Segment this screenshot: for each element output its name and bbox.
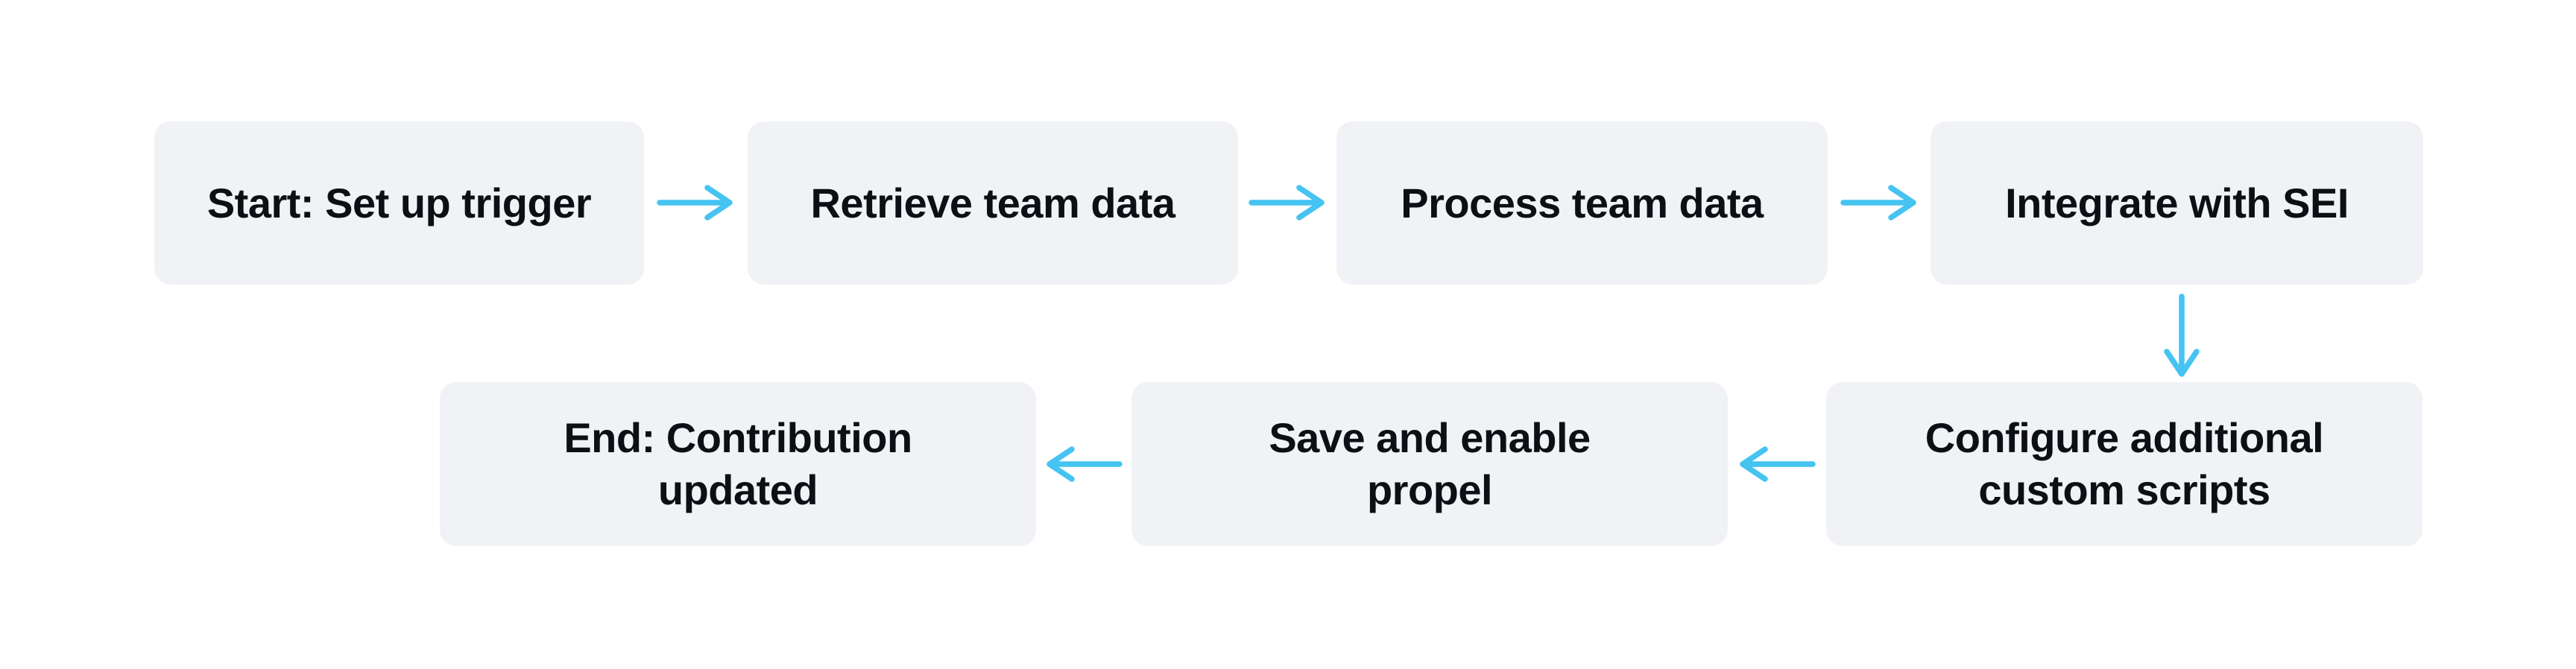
- flow-node-start-label: Start: Set up trigger: [206, 179, 592, 226]
- flow-node-start: Start: Set up trigger: [154, 121, 644, 285]
- flow-node-end-label: End: Contribution updated: [564, 414, 912, 513]
- flow-node-retrieve-team-data: Retrieve team data: [748, 121, 1238, 285]
- flow-node-save-enable-propel: Save and enable propel: [1131, 382, 1728, 546]
- arrow-down-integrate-to-configure-icon: [2164, 294, 2200, 377]
- flow-node-end: End: Contribution updated: [440, 382, 1036, 546]
- flow-node-integrate-sei: Integrate with SEI: [1931, 121, 2423, 285]
- flow-node-save-label: Save and enable propel: [1269, 414, 1591, 513]
- flow-node-process-label: Process team data: [1401, 179, 1764, 226]
- flow-node-configure-scripts: Configure additional custom scripts: [1826, 382, 2422, 546]
- flow-node-process-team-data: Process team data: [1336, 121, 1828, 285]
- arrow-right-start-to-retrieve-icon: [657, 185, 733, 221]
- arrow-right-retrieve-to-process-icon: [1248, 185, 1325, 221]
- arrow-left-save-to-end-icon: [1046, 446, 1123, 482]
- flow-node-retrieve-label: Retrieve team data: [810, 179, 1175, 226]
- arrow-right-process-to-integrate-icon: [1840, 185, 1916, 221]
- flow-node-integrate-label: Integrate with SEI: [2005, 179, 2349, 226]
- arrow-left-configure-to-save-icon: [1740, 446, 1816, 482]
- flow-node-configure-label: Configure additional custom scripts: [1925, 414, 2324, 513]
